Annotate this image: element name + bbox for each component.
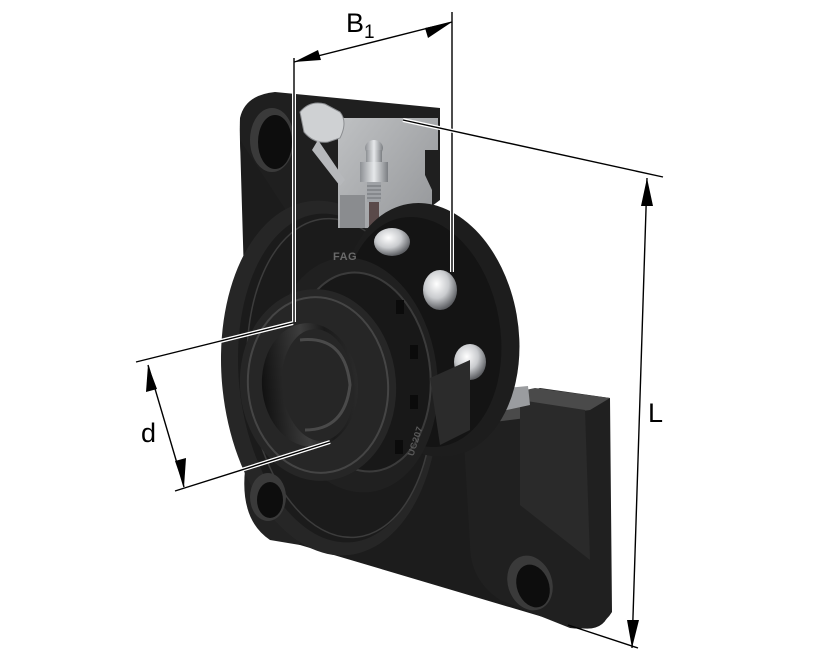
bolt-hole-bottom-left — [250, 473, 286, 521]
grease-nipple — [360, 140, 388, 228]
dimension-arrowheads — [146, 22, 653, 648]
locking-clip — [299, 102, 345, 186]
dimension-b1-letter: B — [346, 8, 365, 38]
dimension-label-l: L — [648, 398, 664, 428]
arrow-l-bottom — [627, 620, 639, 648]
bore — [261, 323, 359, 447]
dimension-label-b1: B1 — [346, 8, 375, 43]
brand-marking: FAG — [333, 251, 358, 263]
dimension-label-d: d — [141, 418, 157, 448]
bolt-hole-bottom-right — [507, 555, 553, 611]
arrow-b1-left — [294, 50, 321, 62]
arrow-b1-right — [425, 22, 452, 38]
bolt-hole-top — [250, 108, 294, 172]
arrow-d-bottom — [175, 458, 186, 487]
dimension-lines — [135, 12, 664, 649]
arrow-d-top — [146, 365, 157, 392]
arrow-l-top — [641, 178, 653, 206]
dimension-b1-subscript: 1 — [364, 22, 375, 43]
